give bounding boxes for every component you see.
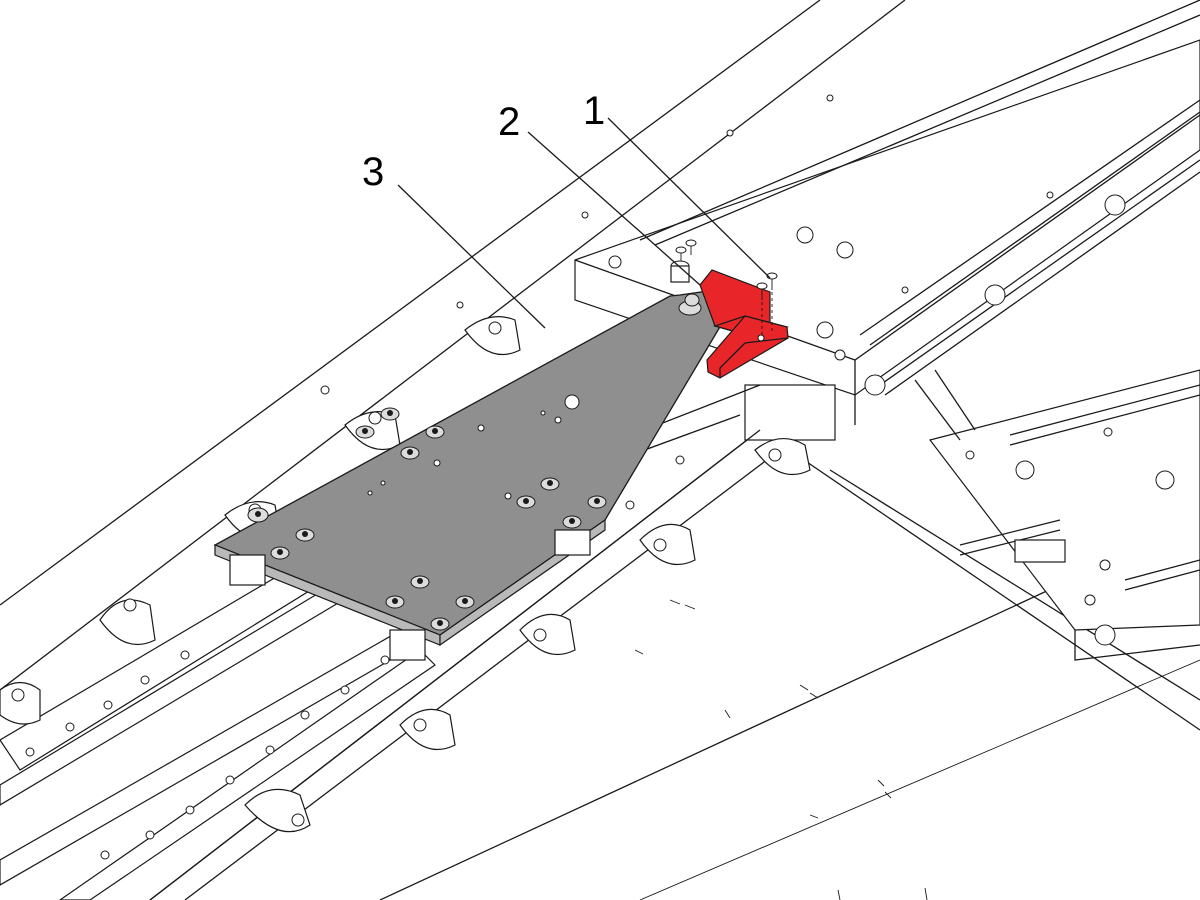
leader-line-1	[607, 117, 771, 279]
rail-screws	[25, 455, 685, 860]
small-screws	[670, 239, 778, 336]
callout-label-2: 2	[498, 100, 520, 144]
leader-lines	[397, 117, 771, 329]
callout-label-3: 3	[362, 150, 384, 194]
side-table	[914, 369, 1200, 661]
red-bracket	[699, 269, 790, 379]
floor-marks	[634, 599, 928, 900]
leader-line-2	[527, 131, 701, 286]
leader-line-3	[397, 184, 546, 329]
callout-label-1: 1	[583, 89, 605, 133]
plate-screws	[247, 293, 702, 631]
grey-plate	[213, 289, 731, 661]
